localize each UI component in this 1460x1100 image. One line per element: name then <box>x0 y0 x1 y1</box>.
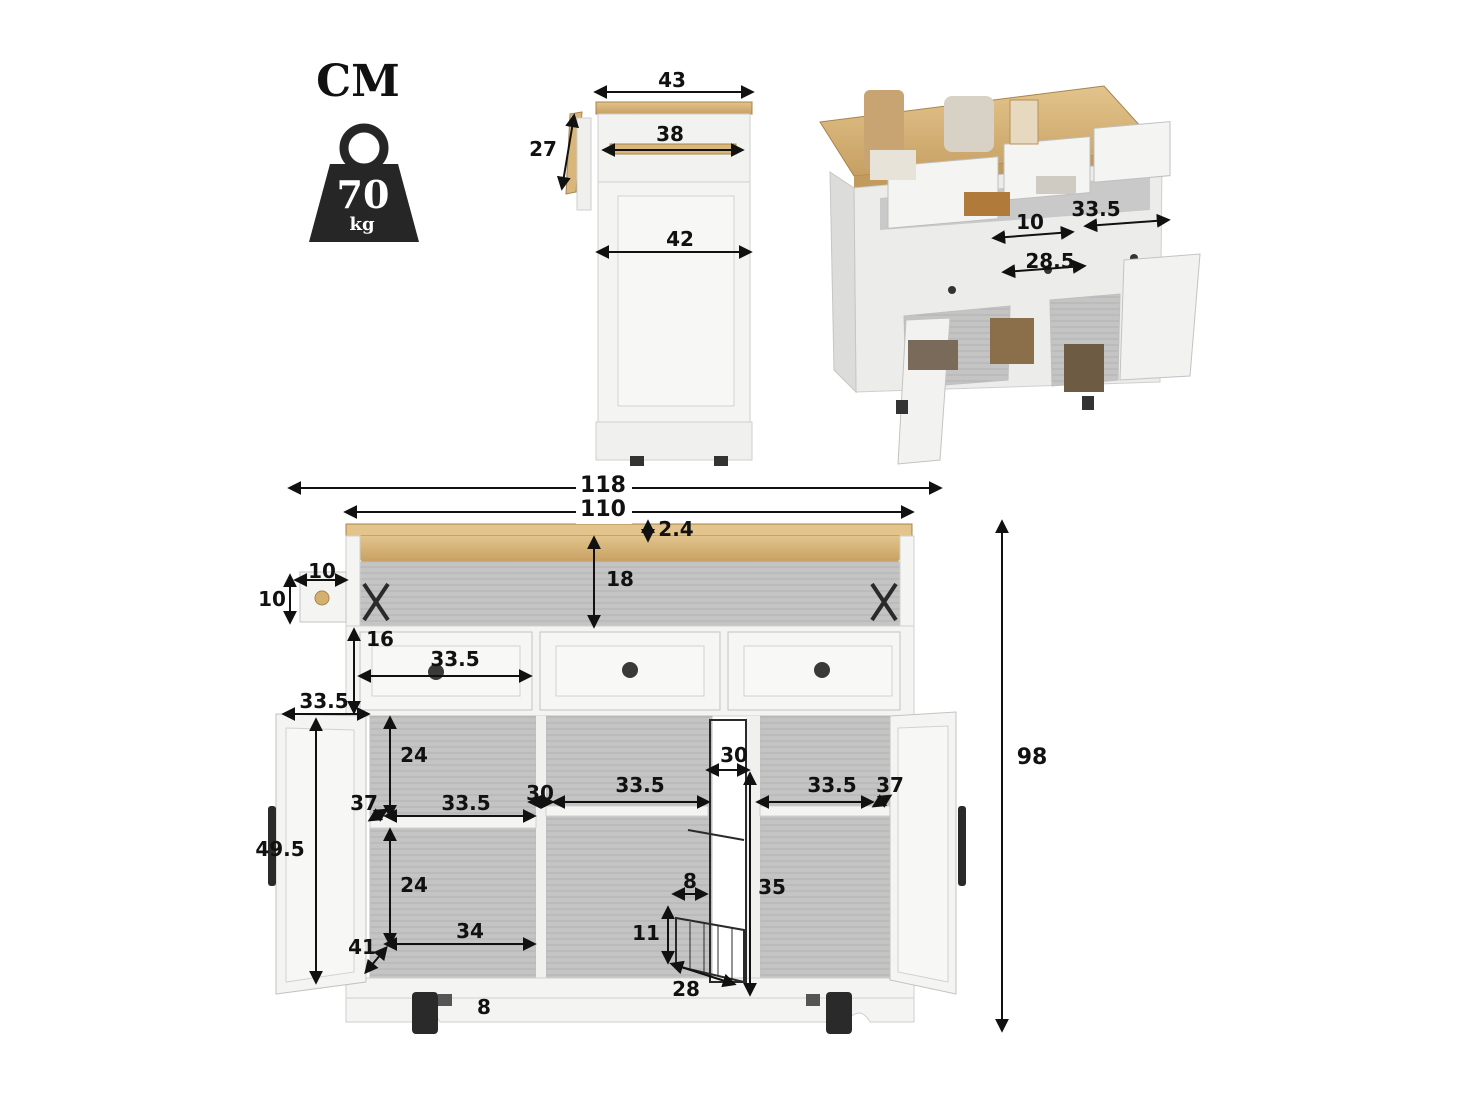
front-right-shelf-depth-label: 37 <box>876 773 904 797</box>
front-basket-height-label: 11 <box>632 921 660 945</box>
side-cabinet-width-label: 42 <box>666 227 694 251</box>
front-drawer-height-label: 16 <box>366 627 394 651</box>
front-top-thickness-label: 2.4 <box>658 517 693 541</box>
front-left-shelf-width-label: 33.5 <box>441 791 490 815</box>
front-rack-height-label: 35 <box>758 875 786 899</box>
persp-drawer-left-width-label: 10 <box>1016 210 1044 234</box>
front-base-height-label: 8 <box>477 995 491 1019</box>
front-left-shelf-depth-label: 37 <box>350 791 378 815</box>
front-center-spacing-label: 30 <box>526 781 554 805</box>
weight-icon <box>309 123 419 242</box>
persp-drawer-right-width-label: 33.5 <box>1071 197 1120 221</box>
front-top-width-label: 110 <box>580 497 626 522</box>
front-left-shelf-depth-line <box>367 808 389 822</box>
front-left-bottom-depth-line <box>364 945 388 975</box>
side-flap-height-line <box>556 113 580 191</box>
front-left-upper-height-label: 24 <box>400 743 428 767</box>
side-drawer-width-label: 38 <box>656 122 684 146</box>
front-overall-width-label: 118 <box>580 473 626 498</box>
side-view-drawing <box>565 101 753 466</box>
front-center-shelf-width-label: 33.5 <box>615 773 664 797</box>
front-rack-depth-label: 30 <box>720 743 748 767</box>
front-right-shelf-depth-line <box>871 794 893 808</box>
front-total-height-label: 98 <box>1017 745 1048 770</box>
persp-drawer-depth-line <box>1001 259 1087 279</box>
front-basket-depth-label: 28 <box>672 977 700 1001</box>
front-left-bottom-width-label: 34 <box>456 919 484 943</box>
persp-drawer-depth-label: 28.5 <box>1025 249 1074 273</box>
front-door-width-label: 33.5 <box>299 689 348 713</box>
persp-drawer-left-width-line <box>991 225 1075 245</box>
front-door-height-label: 49.5 <box>255 837 304 861</box>
front-drawer-width-label: 33.5 <box>430 647 479 671</box>
persp-drawer-right-width-line <box>1083 213 1171 233</box>
front-basket-depth-line <box>669 960 737 988</box>
unit-label: CM <box>316 56 400 107</box>
front-hook-width-label: 10 <box>308 559 336 583</box>
side-flap-height-label: 27 <box>529 137 557 161</box>
side-top-width-label: 43 <box>658 68 686 92</box>
front-open-shelf-height-label: 18 <box>606 567 634 591</box>
weight-value: 70 <box>337 172 390 217</box>
front-right-shelf-width-label: 33.5 <box>807 773 856 797</box>
front-basket-width-label: 8 <box>683 869 697 893</box>
front-hook-height-label: 10 <box>258 587 286 611</box>
front-left-lower-height-label: 24 <box>400 873 428 897</box>
perspective-view-drawing <box>819 85 1201 465</box>
weight-unit: kg <box>349 214 374 235</box>
front-left-bottom-depth-label: 41 <box>348 935 376 959</box>
